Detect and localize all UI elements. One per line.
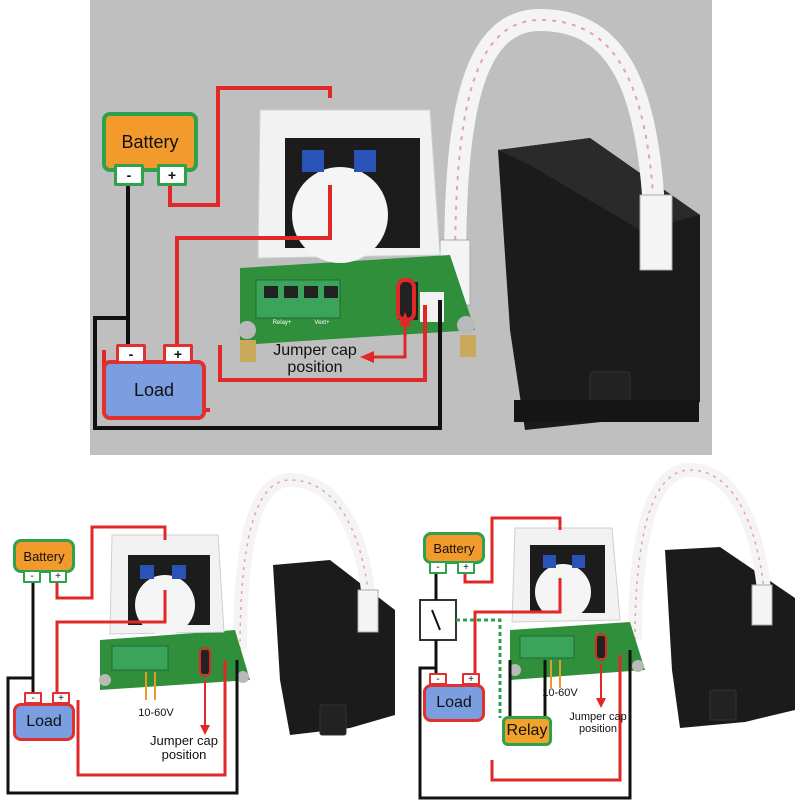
load-plus-text: + <box>58 692 64 704</box>
jumper-caption-line1: Jumper cap <box>569 711 627 723</box>
battery-minus-text: - <box>30 571 34 582</box>
battery-plus-terminal: + <box>49 570 67 583</box>
current-sensor-bottom-left <box>109 534 225 635</box>
battery-plus-terminal: + <box>457 561 475 574</box>
jumper-caption-line2: position <box>287 358 343 376</box>
pcb-bottom-left <box>99 630 250 690</box>
jumper-caption-line2: position <box>579 722 617 735</box>
battery-minus-terminal: - <box>114 164 144 186</box>
relay-label: Relay <box>502 716 552 746</box>
display-module-top <box>498 138 700 430</box>
battery-minus-text: - <box>126 167 132 183</box>
load-plus-terminal: + <box>163 344 193 364</box>
load-minus-text: - <box>128 346 134 362</box>
load-plus-terminal: + <box>462 673 480 685</box>
display-module-bottom-left <box>273 560 395 736</box>
voltage-label-bottom-left: 10-60V <box>138 707 174 719</box>
load-minus-terminal: - <box>24 692 42 704</box>
jumper-cap-caption-bottom-right: Jumper cap position <box>553 711 643 735</box>
switch-symbol <box>419 599 457 641</box>
jumper-caption-line2: position <box>161 746 207 762</box>
load-text: Load <box>26 713 62 730</box>
load-plus-terminal: + <box>52 692 70 704</box>
load-text: Load <box>133 379 175 400</box>
voltage-label-bottom-right: 10-60V <box>542 687 578 699</box>
battery-plus-text: + <box>55 571 61 582</box>
battery-plus-text: + <box>167 167 177 183</box>
ribbon-cable-bottom-left <box>233 472 379 651</box>
load-label-top: Load <box>102 360 206 420</box>
pcb-top <box>238 255 476 362</box>
jumper-caption-line1: Jumper cap <box>273 342 357 359</box>
current-sensor-bottom-right <box>511 527 621 623</box>
battery-minus-terminal: - <box>23 570 41 583</box>
load-text: Load <box>436 694 472 711</box>
load-minus-terminal: - <box>116 344 146 364</box>
battery-label-bottom-right: Battery <box>423 532 485 564</box>
display-module-bottom-right <box>665 547 795 728</box>
terminal-label-vext: Vext+ <box>314 320 330 326</box>
load-plus-text: + <box>468 673 474 685</box>
jumper-cap-caption-bottom-left: Jumper cap position <box>134 734 234 761</box>
terminal-label-relay: Relay+ <box>272 320 292 326</box>
jumper-cap-caption-top: Jumper cap position <box>256 342 374 377</box>
battery-minus-terminal: - <box>429 561 447 574</box>
pcb-bottom-right <box>509 622 645 680</box>
current-sensor-top <box>257 109 441 263</box>
load-label-bottom-right: Load <box>423 684 485 722</box>
load-minus-text: - <box>436 673 440 685</box>
battery-plus-terminal: + <box>157 164 187 186</box>
load-label-bottom-left: Load <box>13 703 75 741</box>
battery-plus-text: + <box>463 562 469 573</box>
load-minus-terminal: - <box>429 673 447 685</box>
battery-text: Battery <box>121 131 179 152</box>
wires-bottom-left <box>6 525 239 795</box>
load-plus-text: + <box>173 346 183 362</box>
ribbon-cable-bottom-right <box>628 462 773 641</box>
battery-text: Battery <box>433 540 475 556</box>
load-minus-text: - <box>31 692 35 704</box>
battery-label-top: Battery <box>102 112 198 172</box>
battery-minus-text: - <box>436 562 440 573</box>
jumper-caption-line1: Jumper cap <box>150 733 218 748</box>
wires-bottom-right <box>418 516 632 800</box>
relay-text: Relay <box>506 722 548 739</box>
battery-text: Battery <box>23 548 65 564</box>
battery-label-bottom-left: Battery <box>13 539 75 573</box>
